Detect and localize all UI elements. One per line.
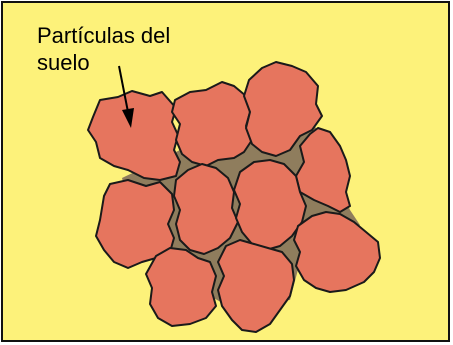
arrow-line (118, 65, 129, 113)
soil-particle (95, 179, 175, 269)
label-line-1: Partículas del (37, 23, 171, 48)
particle-label: Partículas del suelo (37, 22, 170, 76)
soil-particle (243, 61, 323, 157)
diagram-frame (1, 1, 450, 342)
soil-particle (217, 239, 295, 333)
label-line-2: suelo (37, 50, 90, 75)
soil-particle (233, 159, 307, 251)
arrow-head (122, 108, 134, 128)
soil-particle (171, 81, 253, 167)
soil-particle (173, 163, 239, 255)
soil-particle (87, 90, 181, 181)
soil-particle (293, 211, 381, 293)
soil-particle (145, 247, 217, 327)
